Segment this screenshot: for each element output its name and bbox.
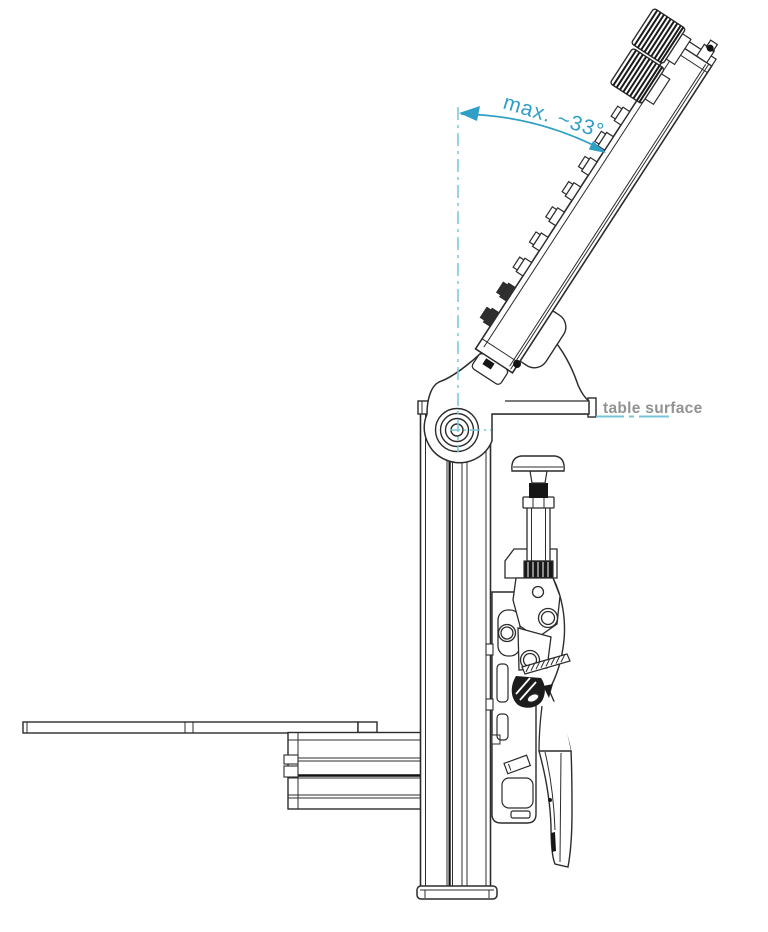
support-arm-end-tab xyxy=(283,765,299,778)
knurling xyxy=(612,49,663,103)
knurling xyxy=(633,9,685,63)
rubber-washer xyxy=(529,483,548,498)
stud-screw-head xyxy=(706,44,714,52)
arc-arrowhead-left xyxy=(459,106,480,121)
shelf-plate-seams xyxy=(26,722,194,733)
mount-screw-head xyxy=(513,359,522,368)
arc-arrowhead-right xyxy=(588,141,606,153)
angle-label: max. ~33° xyxy=(501,91,608,144)
knob-neck xyxy=(529,470,548,484)
plate-fixing-tab xyxy=(485,698,494,711)
palm-knob xyxy=(511,455,565,472)
section-hatching xyxy=(525,653,566,673)
hex-nut xyxy=(522,496,555,509)
spindle-rod xyxy=(526,504,551,562)
tilted-rail-panel xyxy=(471,8,719,385)
column-profile xyxy=(416,403,498,900)
support-arm-grooves xyxy=(288,739,421,799)
grip-facet-lines xyxy=(544,751,562,863)
shelf-plate-left-section xyxy=(22,721,359,734)
table-surface-label: table surface xyxy=(603,400,703,417)
plate-slots xyxy=(496,663,534,819)
support-arm-extrusion xyxy=(283,731,422,810)
knuckle-pin xyxy=(526,693,540,703)
mount-clip xyxy=(482,358,495,370)
grip-accent xyxy=(551,832,556,852)
column-base-cap xyxy=(416,885,498,900)
rail-bottom-mount xyxy=(471,353,509,385)
knurled-knob-upper xyxy=(631,8,692,66)
toggle-clamp xyxy=(485,455,573,868)
handle-shank xyxy=(539,700,571,751)
clamp-pivot-holes xyxy=(497,585,559,671)
shelf-plate xyxy=(22,721,378,734)
knurled-knob-lower xyxy=(610,48,671,106)
support-arm-end-tab xyxy=(283,754,299,765)
column-body xyxy=(419,403,492,889)
plate-fixing-tab xyxy=(485,643,494,656)
clamp-catch-tab xyxy=(503,754,532,775)
shelf-plate-end-block xyxy=(357,721,378,734)
